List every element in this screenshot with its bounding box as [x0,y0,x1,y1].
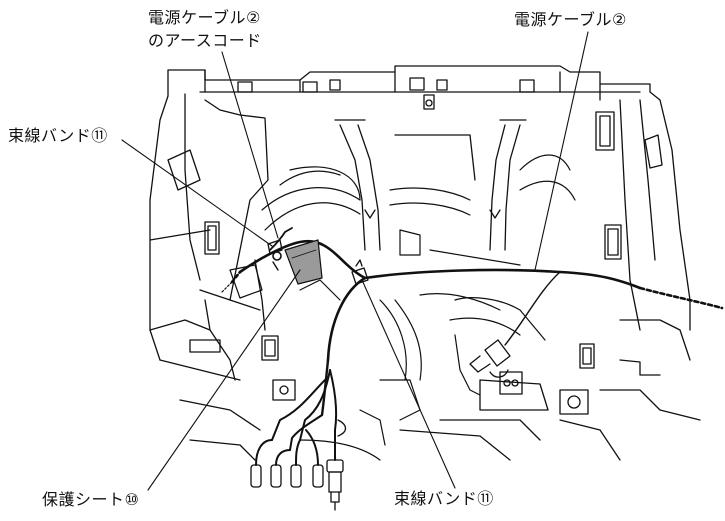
power-connector [469,271,561,378]
earth-cord-label-line1: 電源ケーブル② [148,8,261,27]
rca-cables [255,369,338,466]
cable-band-label-left: 束線バンド⑪ [8,126,108,145]
cable-band-label-bottom: 束線バンド⑪ [394,489,494,508]
protective-sheet-label: 保護シート⑩ [42,490,140,509]
cable-bands [267,239,369,285]
background-harness [149,154,576,461]
earth-cord-label-line2: のアースコード [148,31,262,50]
left-panel [149,99,296,461]
right-panel [399,111,701,461]
power-cable-label: 電源ケーブル② [514,10,627,29]
leader-lines [121,31,589,491]
protective-sheet [284,239,323,285]
center-brackets [334,119,527,251]
rca-plugs [250,419,347,511]
dashboard-frame [149,65,691,361]
